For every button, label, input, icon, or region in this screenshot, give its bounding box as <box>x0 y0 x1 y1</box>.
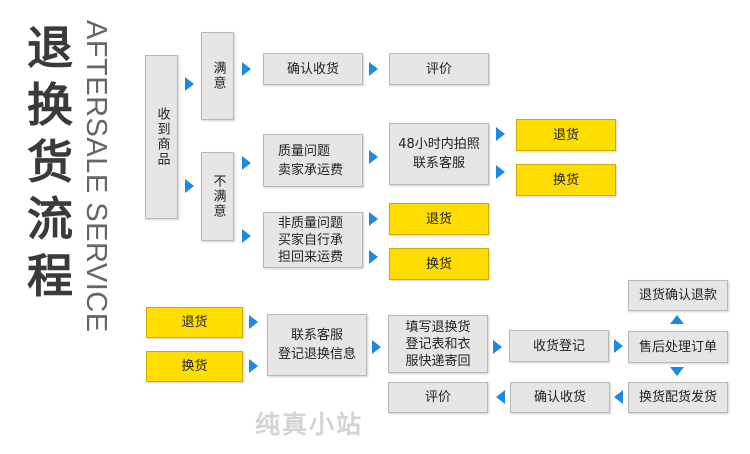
confirm-receipt-label: 确认收货 <box>533 390 586 405</box>
review-label: 评价 <box>425 61 452 77</box>
review-box: 评价 <box>388 382 488 413</box>
arrow-right-icon <box>242 156 251 170</box>
unsatisfied-box: 不满意 <box>201 152 234 241</box>
arrow-up-icon <box>670 315 684 324</box>
title-char: 退 <box>27 21 73 75</box>
photo-contact-line: 联系客服 <box>412 156 465 171</box>
title-char: 流 <box>27 192 73 246</box>
arrow-right-icon <box>185 77 194 91</box>
arrow-right-icon <box>496 127 505 141</box>
receipt-register-label: 收货登记 <box>532 338 585 354</box>
refund-confirm-label: 退货确认退款 <box>638 288 717 303</box>
review-label: 评价 <box>424 390 451 405</box>
exchange-label: 换货 <box>552 172 579 188</box>
watermark: 纯真小站 <box>255 410 364 439</box>
confirm-receipt-label: 确认收货 <box>286 61 339 77</box>
confirm-receipt-box: 确认收货 <box>263 53 363 85</box>
refund-confirm-box: 退货确认退款 <box>628 280 728 311</box>
non-quality-issue-line: 非质量问题 <box>278 215 344 231</box>
fill-form-line: 登记表和衣 <box>405 336 471 352</box>
arrow-right-icon <box>249 359 258 373</box>
arrow-right-icon <box>185 179 194 193</box>
satisfied-box: 满意 <box>201 32 234 120</box>
quality-issue-line: 卖家承运费 <box>278 162 344 178</box>
arrow-down-icon <box>670 367 684 376</box>
exchange-box: 换货 <box>516 164 616 196</box>
receipt-register-box: 收货登记 <box>509 330 609 362</box>
contact-register-box: 联系客服 登记退换信息 <box>267 314 367 376</box>
photo-contact-line: 48小时内拍照 <box>398 137 480 152</box>
return-label: 退货 <box>425 211 452 227</box>
review-box: 评价 <box>389 53 489 85</box>
aftersale-order-label: 售后处理订单 <box>638 339 717 355</box>
title-char: 换 <box>27 78 73 132</box>
contact-register-line: 登记退换信息 <box>277 347 356 362</box>
exchange-ship-label: 换货配货发货 <box>638 390 717 405</box>
arrow-left-icon <box>496 390 505 404</box>
unsatisfied-label: 不满意 <box>210 174 226 219</box>
photo-contact-box: 48小时内拍照 联系客服 <box>389 123 489 185</box>
exchange-box: 换货 <box>389 248 489 280</box>
fill-form-box: 填写退换货 登记表和衣 服快递寄回 <box>388 315 488 373</box>
return-label: 退货 <box>181 315 208 330</box>
arrow-right-icon <box>242 229 251 243</box>
fill-form-line: 填写退换货 <box>405 319 471 335</box>
satisfied-label: 满意 <box>210 61 226 91</box>
exchange-ship-box: 换货配货发货 <box>628 382 728 413</box>
page-title-cn: 退 换 货 流 程 <box>22 20 78 305</box>
arrow-right-icon <box>242 62 251 76</box>
fill-form-line: 服快递寄回 <box>405 353 471 369</box>
quality-issue-line: 质量问题 <box>278 143 331 159</box>
aftersale-order-box: 售后处理订单 <box>628 331 728 363</box>
return-label: 退货 <box>552 127 579 143</box>
arrow-right-icon <box>369 212 378 226</box>
arrow-right-icon <box>369 250 378 264</box>
title-char: 程 <box>27 249 73 303</box>
title-char: 货 <box>27 135 73 189</box>
non-quality-issue-box: 非质量问题 买家自行承 担回来运费 <box>263 212 363 268</box>
return-box: 退货 <box>389 203 489 235</box>
quality-issue-box: 质量问题 卖家承运费 <box>263 134 363 187</box>
page-title-en: AFTERSALE SERVICE <box>80 20 112 333</box>
arrow-right-icon <box>372 340 381 354</box>
non-quality-issue-line: 担回来运费 <box>278 249 344 265</box>
arrow-right-icon <box>496 165 505 179</box>
arrow-right-icon <box>249 315 258 329</box>
exchange-label: 换货 <box>181 359 208 374</box>
arrow-right-icon <box>369 150 378 164</box>
return-box: 退货 <box>516 119 616 151</box>
arrow-right-icon <box>493 340 502 354</box>
contact-register-line: 联系客服 <box>290 328 343 343</box>
exchange-box: 换货 <box>146 351 243 382</box>
non-quality-issue-line: 买家自行承 <box>278 232 344 248</box>
received-goods-box: 收到商品 <box>145 55 178 219</box>
arrow-left-icon <box>614 390 623 404</box>
arrow-right-icon <box>614 339 623 353</box>
confirm-receipt-box: 确认收货 <box>510 382 610 413</box>
exchange-label: 换货 <box>425 256 452 272</box>
return-box: 退货 <box>146 307 243 338</box>
received-goods-label: 收到商品 <box>154 107 170 167</box>
arrow-right-icon <box>369 62 378 76</box>
